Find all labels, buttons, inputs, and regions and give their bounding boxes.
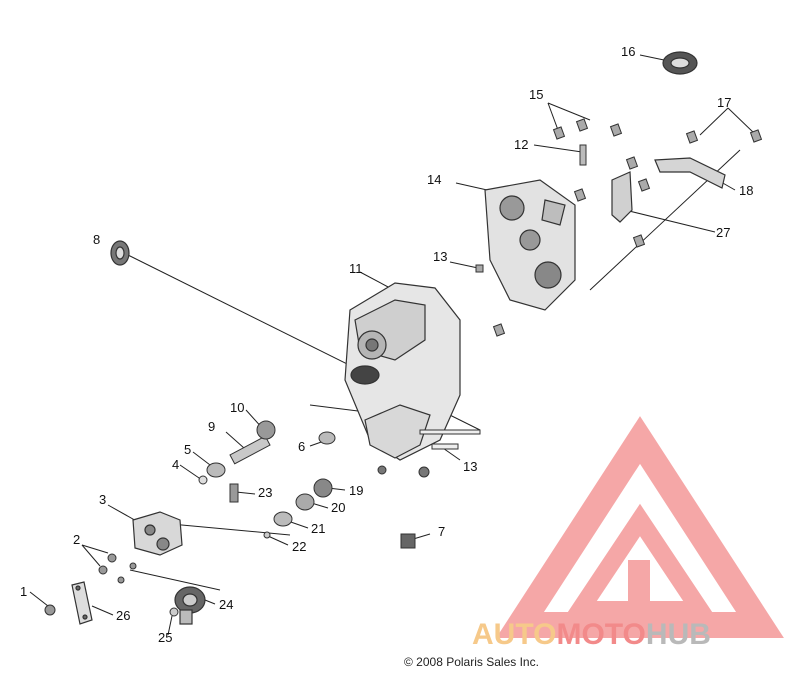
callout-15: 15 <box>529 87 544 102</box>
callout-4: 4 <box>172 457 180 472</box>
callout-25: 25 <box>158 630 173 645</box>
callout-22: 22 <box>292 539 307 554</box>
callout-27: 27 <box>716 225 731 240</box>
cover-14 <box>484 179 576 311</box>
bearing-24 <box>174 586 206 625</box>
bracket-26 <box>71 581 93 625</box>
seal-16 <box>662 51 698 75</box>
watermark-text-auto: AUTO <box>472 618 557 651</box>
callout-13b: 13 <box>463 459 478 474</box>
callout-17: 17 <box>717 95 732 110</box>
callout-9: 9 <box>208 419 216 434</box>
seal-8 <box>110 240 130 266</box>
leader-lines <box>29 54 756 636</box>
callout-2: 2 <box>73 532 81 547</box>
callout-13a: 13 <box>433 249 448 264</box>
watermark-text-moto: MOTO <box>556 618 646 651</box>
callout-1: 1 <box>20 584 28 599</box>
callout-11: 11 <box>349 261 363 276</box>
housing-11 <box>344 282 461 461</box>
screws <box>44 553 179 617</box>
callout-21: 21 <box>311 521 326 536</box>
callout-5: 5 <box>184 442 192 457</box>
callout-3: 3 <box>99 492 107 507</box>
bracket-18 <box>654 157 726 189</box>
callout-12: 12 <box>514 137 529 152</box>
callout-7: 7 <box>438 524 446 539</box>
callout-19: 19 <box>349 483 364 498</box>
small-parts <box>198 420 481 549</box>
watermark-text: AUTOMOTOHUB <box>472 618 711 652</box>
callout-10: 10 <box>230 400 245 415</box>
copyright-notice: © 2008 Polaris Sales Inc. <box>404 655 539 669</box>
callout-18: 18 <box>739 183 754 198</box>
callout-16: 16 <box>621 44 636 59</box>
callout-20: 20 <box>331 500 346 515</box>
bolts <box>475 118 763 337</box>
callout-14: 14 <box>427 172 442 187</box>
callout-24: 24 <box>219 597 234 612</box>
part-3 <box>132 511 183 556</box>
watermark-logo <box>496 416 784 638</box>
callout-26: 26 <box>116 608 131 623</box>
bracket-27 <box>611 171 633 223</box>
watermark-text-hub: HUB <box>645 618 711 651</box>
callout-8: 8 <box>93 232 101 247</box>
callout-23: 23 <box>258 485 273 500</box>
callout-6: 6 <box>298 439 306 454</box>
